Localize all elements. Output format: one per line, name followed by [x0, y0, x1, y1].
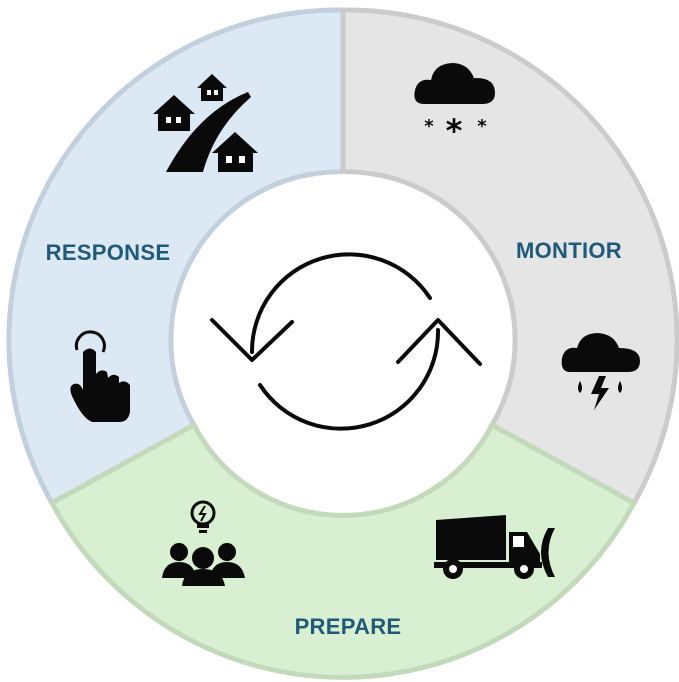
segment-monitor	[340, 7, 679, 507]
team-idea-icon	[162, 500, 245, 586]
cycle-arrows-icon	[210, 252, 482, 431]
svg-text:*: *	[424, 116, 434, 137]
segment-prepare	[48, 421, 638, 680]
label-prepare: PREPARE	[295, 614, 402, 639]
svg-text:*: *	[446, 112, 463, 150]
snowplow-truck-icon	[434, 515, 555, 579]
hand-pointer-icon	[70, 330, 130, 422]
houses-road-icon	[153, 74, 258, 172]
storm-cloud-icon	[561, 333, 640, 410]
center-circle	[177, 174, 509, 506]
snow-cloud-icon: * * *	[414, 63, 495, 150]
label-monitor: MONTIOR	[516, 238, 622, 263]
svg-text:*: *	[477, 116, 487, 137]
label-response: RESPONSE	[46, 240, 171, 265]
